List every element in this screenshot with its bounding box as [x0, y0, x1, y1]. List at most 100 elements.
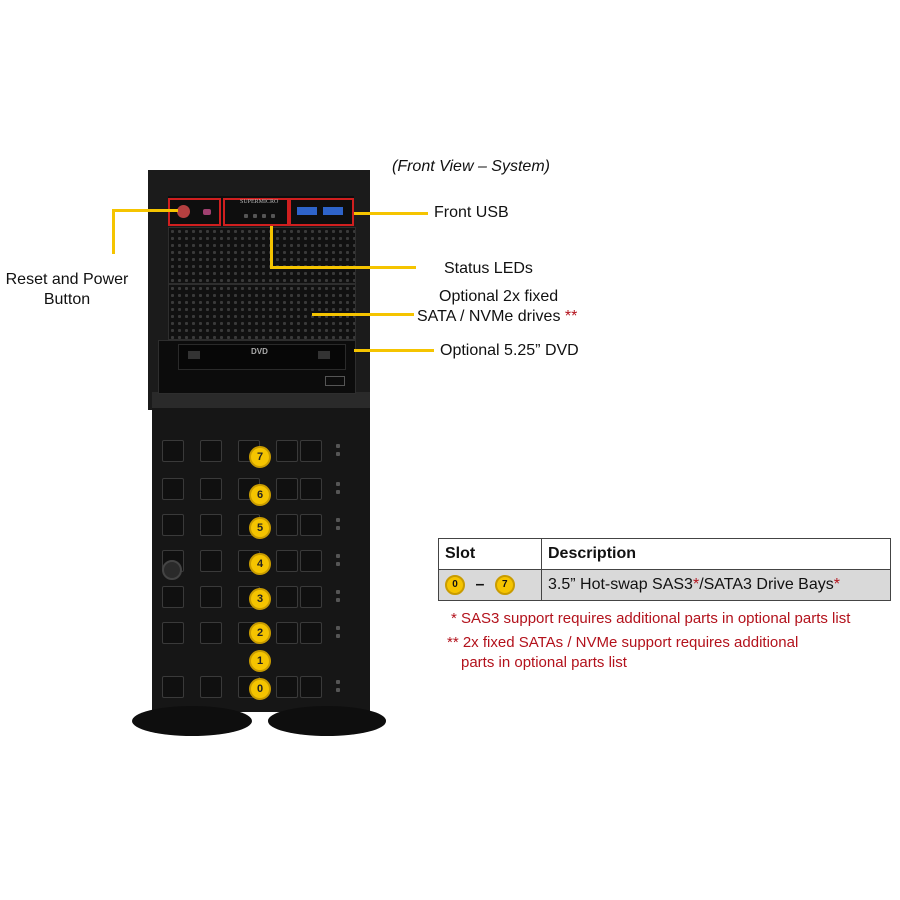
lock-icon[interactable] [162, 560, 182, 580]
label-optional-fixed-1: Optional 2x fixed [439, 288, 559, 305]
callout-dvd [354, 349, 434, 352]
callout-fixed-drives [312, 313, 414, 316]
drive-cell [200, 622, 222, 644]
foot-left [132, 706, 252, 736]
led-3 [262, 214, 266, 218]
foot-right [268, 706, 386, 736]
bay-led [336, 680, 340, 684]
reset-power-box [168, 198, 221, 226]
table-header-row: Slot Description [438, 538, 891, 570]
drive-slot-badge-5: 5 [249, 517, 271, 539]
drive-cell [300, 514, 322, 536]
callout-front-usb [354, 212, 428, 215]
dvd-logo: DVD [251, 347, 268, 356]
drive-cell [200, 514, 222, 536]
drive-cell [300, 622, 322, 644]
drive-cell [276, 478, 298, 500]
brand-logo: SUPERMICRO [240, 199, 279, 205]
reset-button-icon[interactable] [203, 209, 211, 215]
callout-reset-v [112, 209, 115, 254]
drive-cell [276, 440, 298, 462]
bay-led [336, 554, 340, 558]
cell-slot: 0 – 7 [438, 569, 542, 601]
drive-cell [300, 440, 322, 462]
label-optional-fixed-mark: ** [564, 308, 578, 325]
led-1 [244, 214, 248, 218]
drive-cell [300, 478, 322, 500]
footnote-2-line1: ** 2x fixed SATAs / NVMe support require… [447, 634, 799, 651]
drive-slot-badge-3: 3 [249, 588, 271, 610]
label-optional-fixed-text: SATA / NVMe drives [417, 308, 561, 325]
bay-led [336, 526, 340, 530]
bay-led [336, 562, 340, 566]
status-leds-box [223, 198, 289, 226]
drive-cell [162, 514, 184, 536]
footnote-1: * SAS3 support requires additional parts… [451, 610, 851, 627]
bay-led [336, 688, 340, 692]
drive-slot-badge-0: 0 [249, 678, 271, 700]
bay-led [336, 444, 340, 448]
footnote-2-line2: parts in optional parts list [461, 654, 627, 671]
slot-dash: – [475, 576, 485, 594]
led-4 [271, 214, 275, 218]
drive-bay-fixed-1 [168, 227, 356, 284]
header-description: Description [541, 538, 891, 570]
led-2 [253, 214, 257, 218]
bay-led [336, 518, 340, 522]
slot-badge-from: 0 [445, 575, 465, 595]
table-row: 0 – 7 3.5” Hot-swap SAS3*/SATA3 Drive Ba… [438, 569, 891, 601]
desc-star2: * [833, 576, 840, 593]
usb-port-2 [323, 207, 343, 215]
label-status-leds: Status LEDs [444, 260, 533, 277]
drive-cell [276, 622, 298, 644]
drive-cell [300, 550, 322, 572]
drive-cell [162, 676, 184, 698]
bay-led [336, 452, 340, 456]
callout-leds-v [270, 226, 273, 268]
drive-cell [276, 550, 298, 572]
drive-slot-badge-2: 2 [249, 622, 271, 644]
drive-cell [200, 586, 222, 608]
drive-cell [162, 622, 184, 644]
drive-cell [300, 676, 322, 698]
drive-cell [276, 586, 298, 608]
bay-led [336, 482, 340, 486]
chassis-step [152, 392, 370, 410]
bay-led [336, 626, 340, 630]
drive-cell [162, 478, 184, 500]
drive-cell [300, 586, 322, 608]
front-usb-box [289, 198, 354, 226]
drive-cell [276, 676, 298, 698]
drive-cell [162, 586, 184, 608]
drive-cell [200, 676, 222, 698]
drive-cell [276, 514, 298, 536]
figure-caption: (Front View – System) [392, 158, 550, 175]
bay-led [336, 490, 340, 494]
slot-table: Slot Description 0 – 7 3.5” Hot-swap SAS… [438, 538, 891, 601]
drive-bay-fixed-2 [168, 284, 356, 340]
slot-badge-to: 7 [494, 575, 515, 595]
label-reset-1: Reset and Power [5, 271, 129, 288]
drive-slot-badge-6: 6 [249, 484, 271, 506]
desc-part1: 3.5” Hot-swap SAS3 [548, 576, 693, 593]
header-slot: Slot [438, 538, 542, 570]
drive-slot-badge-4: 4 [249, 553, 271, 575]
cell-description: 3.5” Hot-swap SAS3*/SATA3 Drive Bays* [541, 569, 891, 601]
drive-slot-badge-1: 1 [249, 650, 271, 672]
label-optional-dvd: Optional 5.25” DVD [440, 342, 579, 359]
usb-port-1 [297, 207, 317, 215]
drive-cell [200, 478, 222, 500]
dvd-eject-right [318, 351, 330, 359]
bay-led [336, 590, 340, 594]
dvd-button [325, 376, 345, 386]
label-reset-2: Button [43, 291, 91, 308]
callout-reset-h [112, 209, 178, 212]
desc-star1: * [692, 576, 700, 593]
drive-cell [162, 440, 184, 462]
drive-cell [200, 550, 222, 572]
power-button-icon[interactable] [177, 205, 190, 218]
drive-cell [200, 440, 222, 462]
dvd-eject-left [188, 351, 200, 359]
bay-led [336, 598, 340, 602]
drive-slot-badge-7: 7 [249, 446, 271, 468]
